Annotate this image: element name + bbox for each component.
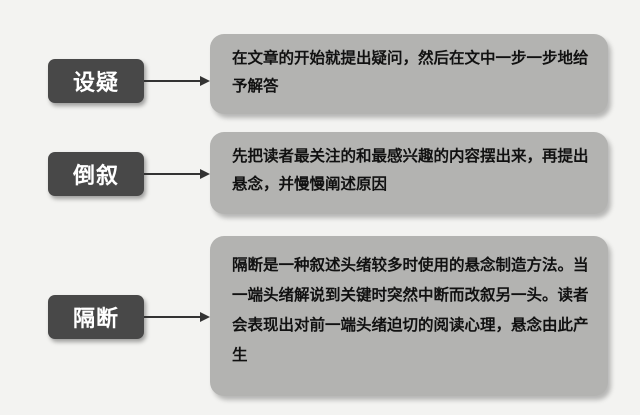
technique-description-flashback: 先把读者最关注的和最感兴趣的内容摆出来，再提出悬念，并慢慢阐述原因 bbox=[210, 132, 608, 214]
technique-description-interruption: 隔断是一种叙述头绪较多时使用的悬念制造方法。当一端头绪解说到关键时突然中断而改叙… bbox=[210, 236, 608, 396]
arrow-right-icon bbox=[144, 312, 210, 322]
technique-description-text: 先把读者最关注的和最感兴趣的内容摆出来，再提出悬念，并慢慢阐述原因 bbox=[232, 147, 589, 193]
arrow-right-icon bbox=[144, 169, 210, 179]
technique-label-text: 倒叙 bbox=[72, 164, 119, 189]
technique-description-setting-doubt: 在文章的开始就提出疑问，然后在文中一步一步地给予解答 bbox=[210, 34, 608, 114]
technique-label-interruption: 隔断 bbox=[48, 295, 144, 339]
technique-description-text: 在文章的开始就提出疑问，然后在文中一步一步地给予解答 bbox=[232, 49, 589, 95]
technique-label-text: 隔断 bbox=[72, 307, 119, 332]
arrow-right-icon bbox=[144, 76, 210, 86]
technique-label-flashback: 倒叙 bbox=[48, 152, 144, 196]
technique-label-text: 设疑 bbox=[72, 71, 119, 96]
technique-description-text: 隔断是一种叙述头绪较多时使用的悬念制造方法。当一端头绪解说到关键时突然中断而改叙… bbox=[232, 256, 589, 364]
technique-label-setting-doubt: 设疑 bbox=[48, 59, 144, 103]
